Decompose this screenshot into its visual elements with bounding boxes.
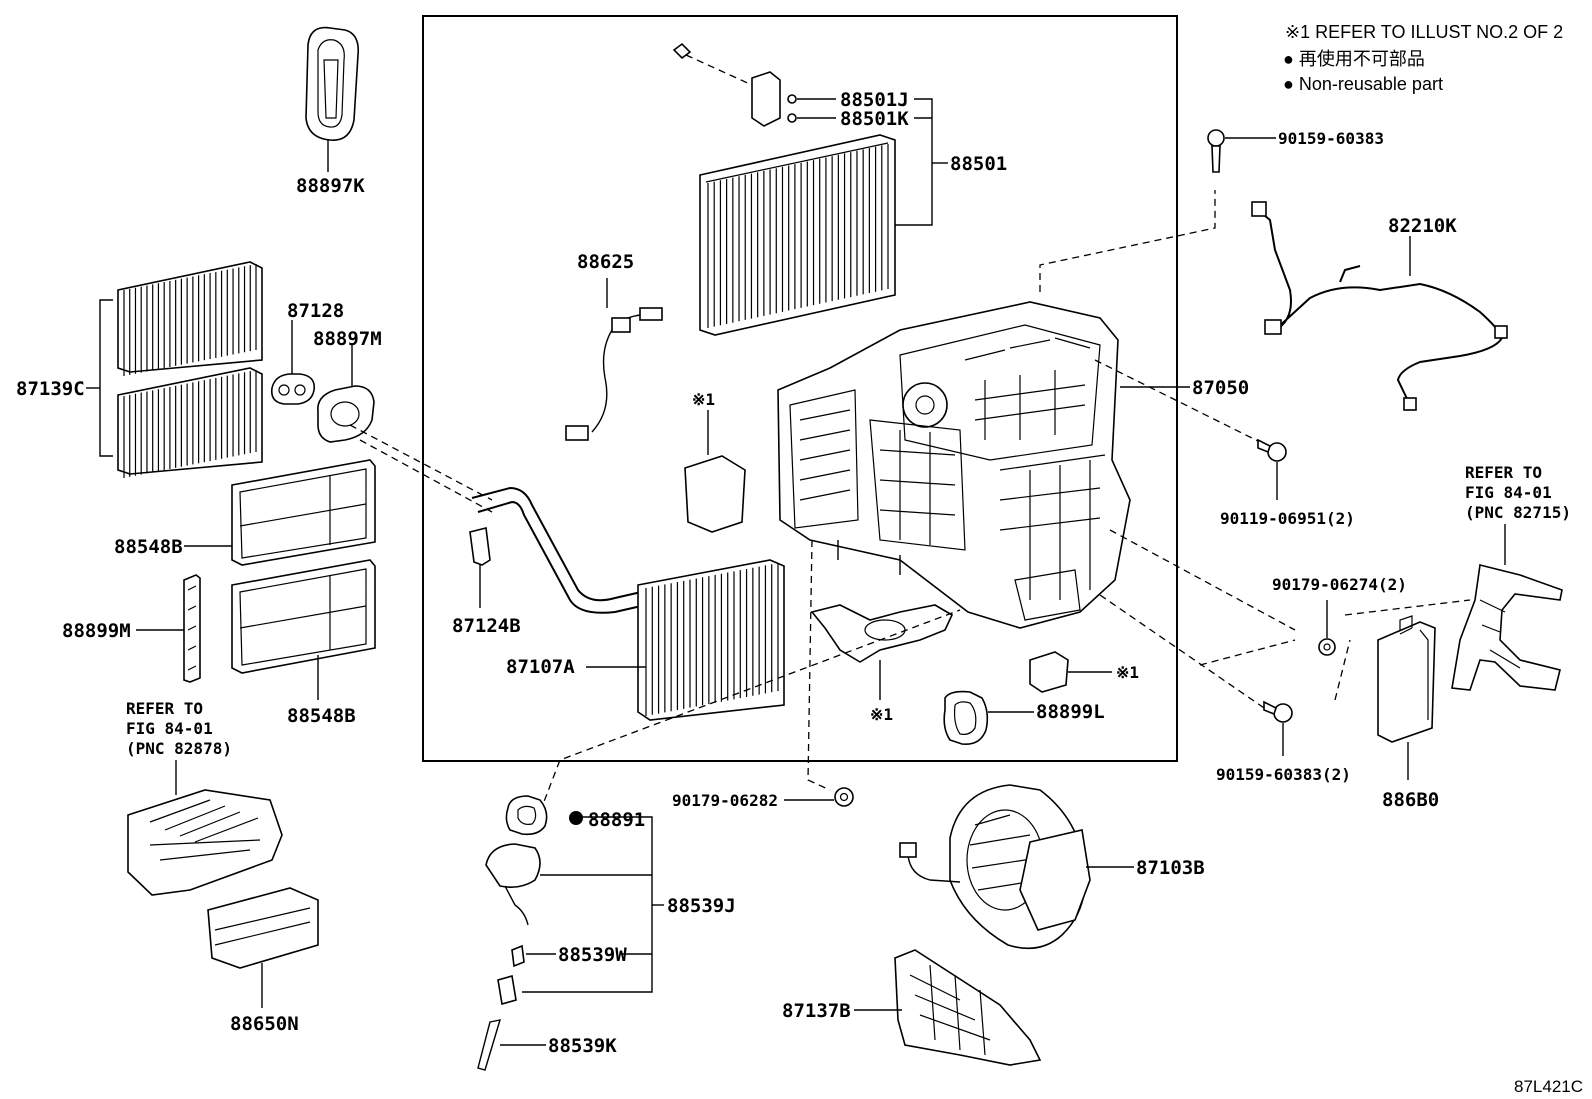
part-label-90159-60383-2[interactable]: 90159-60383(2) bbox=[1216, 765, 1351, 784]
refer-to-left-line2: FIG 84-01 bbox=[126, 719, 213, 738]
heater-unit-assembly-frame bbox=[422, 15, 1178, 762]
clip-87124B-drawing bbox=[469, 527, 491, 608]
air-filter-87139C-drawing bbox=[86, 261, 263, 478]
ref-mark-a: ※1 bbox=[692, 390, 715, 409]
refer-to-right-line2: FIG 84-01 bbox=[1465, 483, 1552, 502]
part-label-87137B[interactable]: 87137B bbox=[782, 1000, 851, 1022]
evaporator-88501-drawing bbox=[699, 134, 896, 336]
part-label-87050[interactable]: 87050 bbox=[1192, 377, 1249, 399]
heater-core-87107A-drawing bbox=[471, 486, 785, 721]
part-label-88899L[interactable]: 88899L bbox=[1036, 701, 1105, 723]
dashed-assembly-lines bbox=[349, 190, 1471, 813]
part-label-88501K[interactable]: 88501K bbox=[840, 108, 909, 130]
part-label-87128[interactable]: 87128 bbox=[287, 300, 344, 322]
module-886B0-drawing bbox=[1377, 615, 1436, 780]
screw-90159-60383-2-drawing bbox=[1263, 700, 1293, 756]
seal-88897M-drawing bbox=[317, 345, 375, 443]
seal-88897K-drawing bbox=[305, 26, 360, 172]
part-label-87107A[interactable]: 87107A bbox=[506, 656, 575, 678]
filter-frame-88548B-top-drawing bbox=[184, 459, 376, 566]
duct-87137B-drawing bbox=[854, 949, 1042, 1066]
part-label-88539W[interactable]: 88539W bbox=[558, 944, 627, 966]
non-reusable-note-en: ● Non-reusable part bbox=[1283, 74, 1443, 94]
part-label-90159-60383[interactable]: 90159-60383 bbox=[1278, 129, 1384, 148]
servo-motor-c-drawing bbox=[1029, 651, 1069, 693]
part-label-88891[interactable]: 88891 bbox=[588, 809, 645, 831]
servo-motor-a-drawing bbox=[684, 455, 746, 533]
part-label-88650N[interactable]: 88650N bbox=[230, 1013, 299, 1035]
part-label-87139C[interactable]: 87139C bbox=[16, 378, 85, 400]
screw-90119-06951-drawing bbox=[1257, 438, 1287, 500]
part-label-87124B[interactable]: 87124B bbox=[452, 615, 521, 637]
refer-to-left-line1: REFER TO bbox=[126, 699, 203, 718]
part-label-88501J[interactable]: 88501J bbox=[840, 89, 909, 111]
non-reusable-note-jp: ● 再使用不可部品 bbox=[1283, 49, 1425, 69]
bracket-right-drawing bbox=[1451, 564, 1563, 691]
expansion-valve-drawing bbox=[672, 42, 836, 127]
bracket-drawing bbox=[127, 789, 319, 1008]
part-label-88548B-top[interactable]: 88548B bbox=[114, 536, 183, 558]
refer-illust-note: ※1 REFER TO ILLUST NO.2 OF 2 bbox=[1285, 22, 1563, 42]
part-label-886B0[interactable]: 886B0 bbox=[1382, 789, 1439, 811]
part-label-90179-06282[interactable]: 90179-06282 bbox=[672, 791, 778, 810]
part-label-88501[interactable]: 88501 bbox=[950, 153, 1007, 175]
part-label-88625[interactable]: 88625 bbox=[577, 251, 634, 273]
blower-motor-87103B-drawing bbox=[899, 784, 1134, 950]
ref-mark-c: ※1 bbox=[1116, 663, 1139, 682]
part-label-90179-06274[interactable]: 90179-06274(2) bbox=[1272, 575, 1407, 594]
servo-motor-b-drawing bbox=[810, 604, 954, 663]
refer-to-right-line1: REFER TO bbox=[1465, 463, 1542, 482]
refer-to-left-line3: (PNC 82878) bbox=[126, 739, 232, 758]
part-label-90119-06951[interactable]: 90119-06951(2) bbox=[1220, 509, 1355, 528]
nut-90179-06282-drawing bbox=[784, 787, 854, 807]
part-label-88539K[interactable]: 88539K bbox=[548, 1035, 617, 1057]
refer-to-right-line3: (PNC 82715) bbox=[1465, 503, 1571, 522]
part-label-87103B[interactable]: 87103B bbox=[1136, 857, 1205, 879]
seal-88899L-drawing bbox=[943, 690, 1034, 746]
part-label-82210K[interactable]: 82210K bbox=[1388, 215, 1457, 237]
wire-harness-82210K-drawing bbox=[1251, 201, 1508, 411]
filter-frame-88548B-bottom-drawing bbox=[231, 559, 376, 700]
ref-mark-b: ※1 bbox=[870, 705, 893, 724]
part-label-88539J[interactable]: 88539J bbox=[667, 895, 736, 917]
screw-90159-60383-drawing bbox=[1207, 129, 1276, 173]
drain-hose-assembly-drawing bbox=[477, 795, 583, 1071]
nut-90179-06274-drawing bbox=[1318, 600, 1336, 656]
part-label-88899M[interactable]: 88899M bbox=[62, 620, 131, 642]
seal-87128-drawing bbox=[270, 320, 316, 405]
seal-strip-88899M-drawing bbox=[136, 574, 201, 683]
sensor-88625-drawing bbox=[565, 278, 663, 441]
bracket-88501 bbox=[888, 98, 933, 226]
part-label-88548B-bottom[interactable]: 88548B bbox=[287, 705, 356, 727]
diagram-code: 87L421C bbox=[1514, 1077, 1583, 1096]
hvac-unit-87050-drawing bbox=[777, 301, 1131, 629]
part-label-88897K[interactable]: 88897K bbox=[296, 175, 365, 197]
part-label-88897M[interactable]: 88897M bbox=[313, 328, 382, 350]
